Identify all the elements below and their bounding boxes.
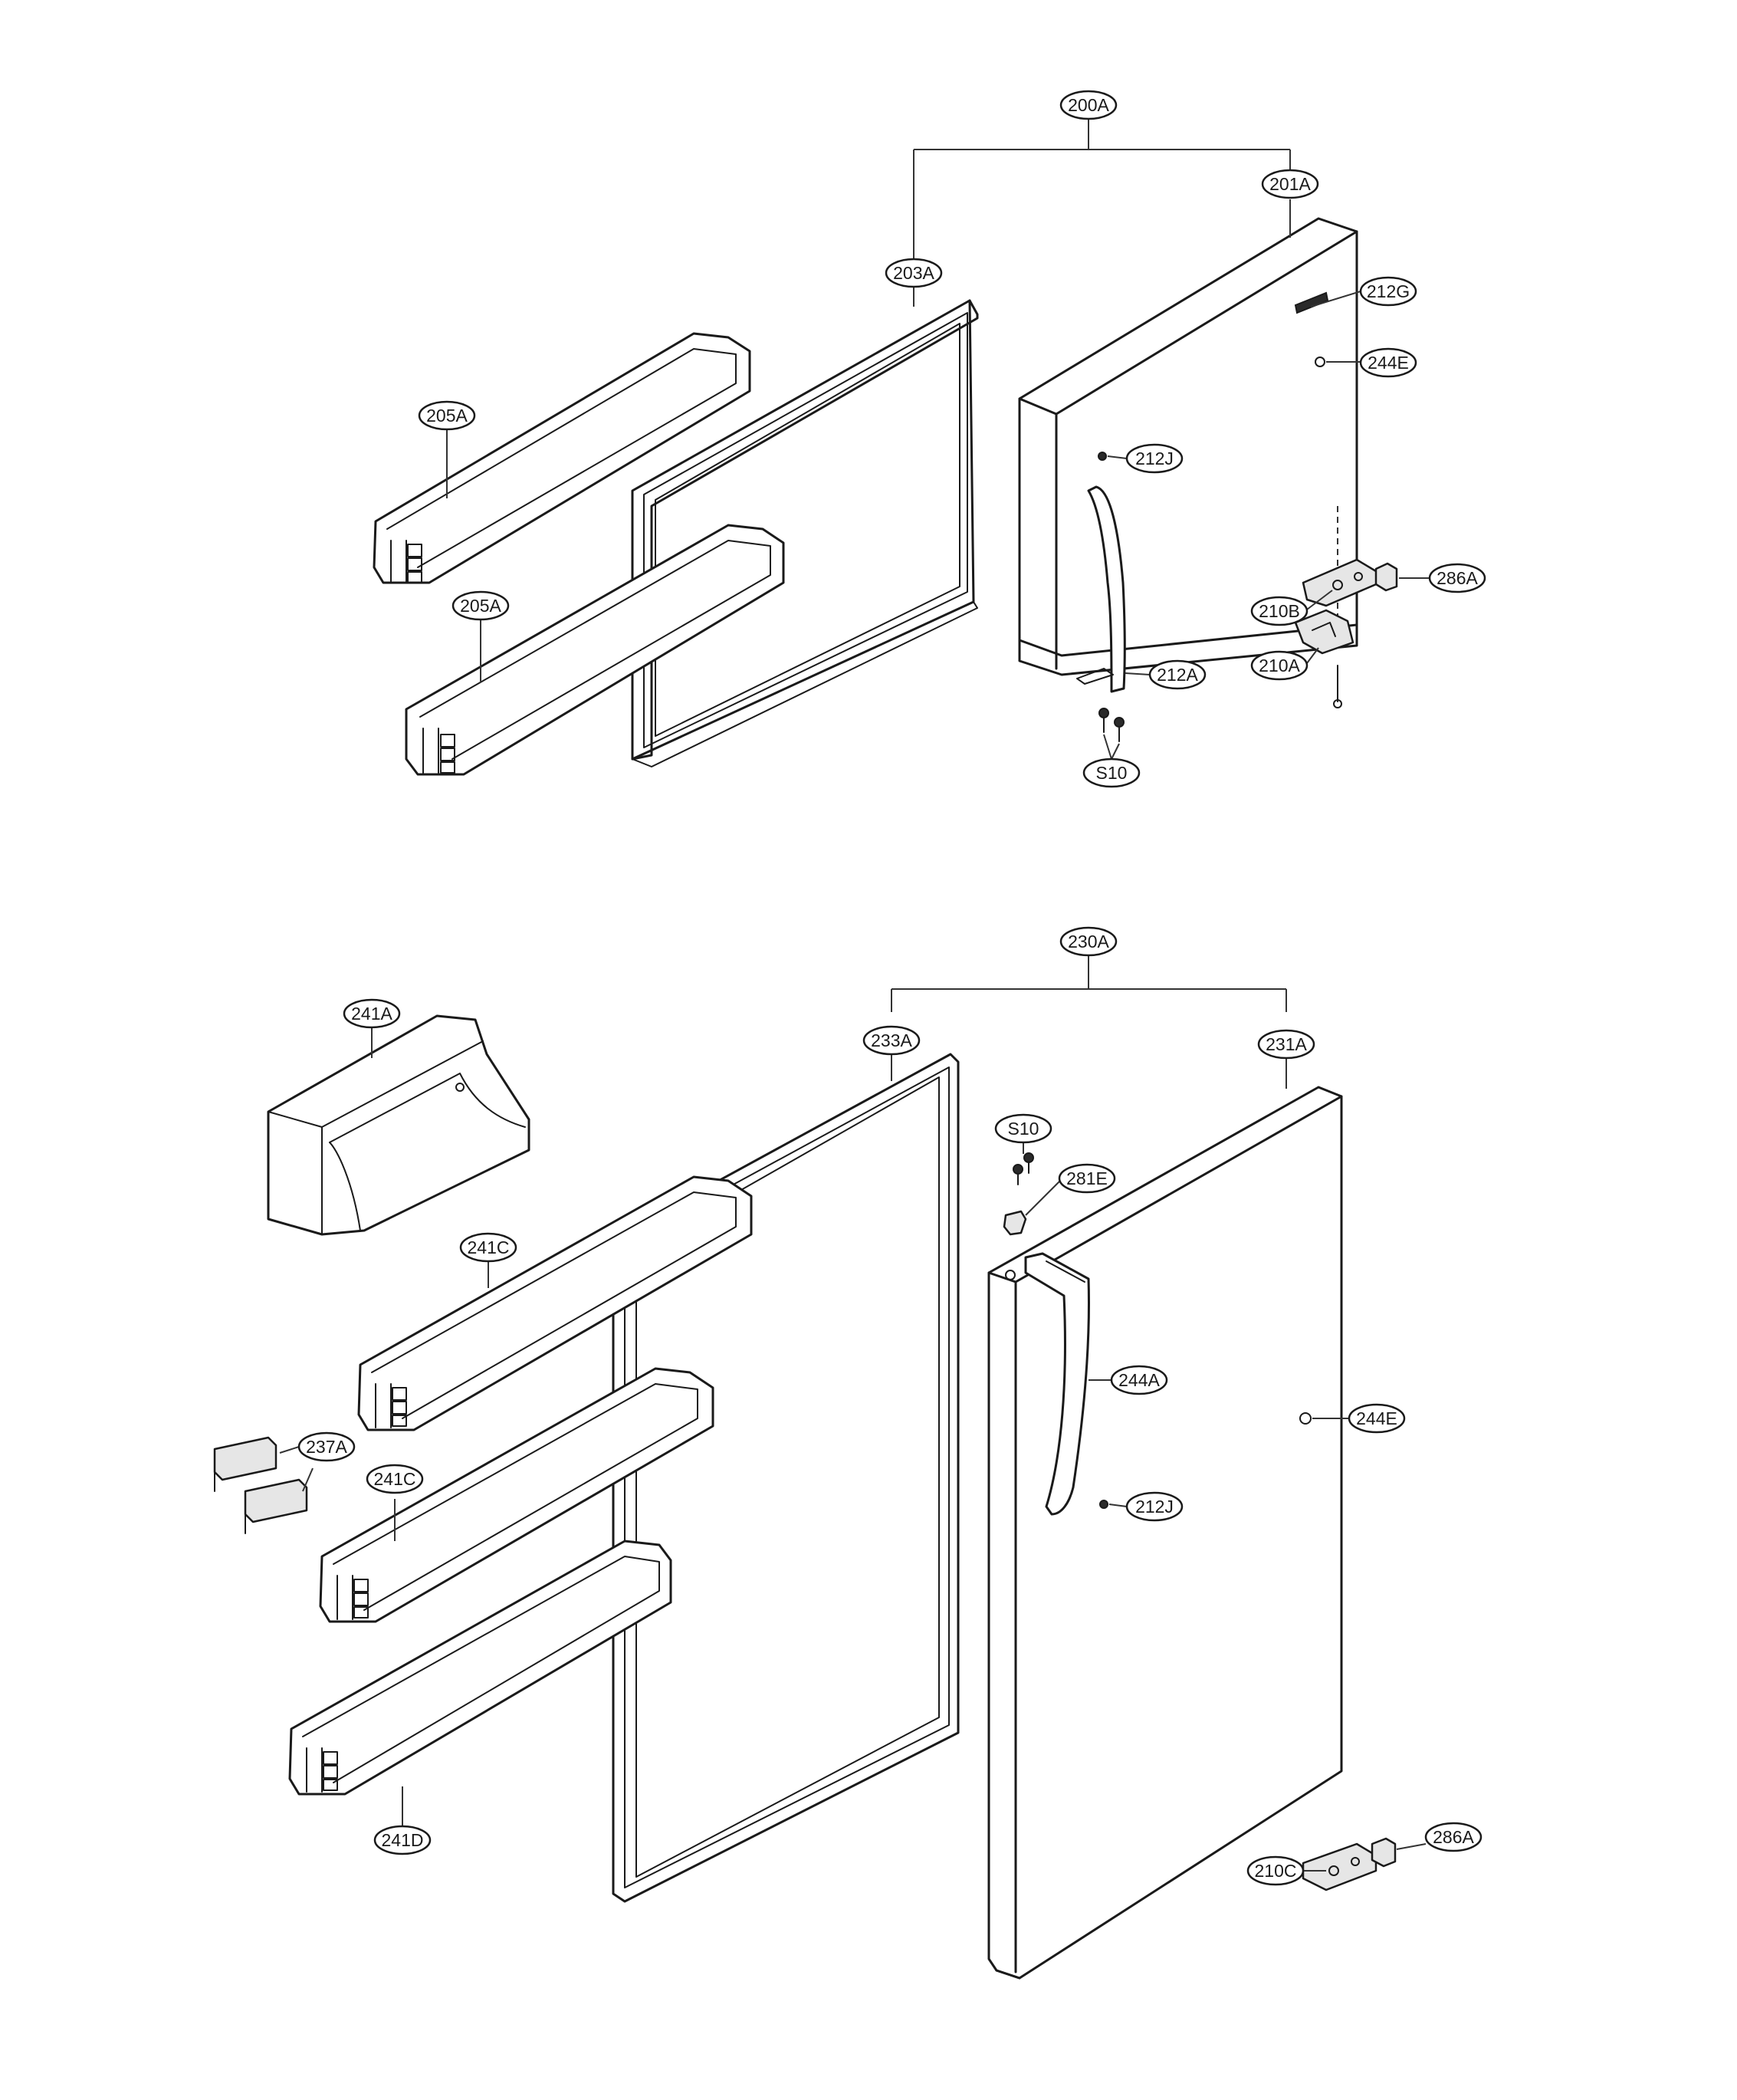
callout-241D: 241D [373,1825,432,1855]
handle-212A [1076,485,1126,693]
callout-200A: 200A [1059,90,1118,120]
dairy-bin-241A [267,1014,530,1236]
hinge-210C [1302,1842,1377,1891]
refrigerator-door-231A [987,1086,1343,1980]
freezer-door-201A [1018,217,1358,676]
svg-text:200A: 200A [1068,95,1109,115]
hole-244E-bottom [1299,1412,1312,1425]
callout-205A-upper: 205A [418,400,476,431]
door-bin-241D [288,1540,672,1796]
screw-hinge-top [1333,665,1342,708]
callout-205A-lower: 205A [451,590,510,621]
callout-286A-bottom: 286A [1424,1822,1483,1852]
svg-text:244A: 244A [1118,1370,1160,1390]
svg-text:231A: 231A [1266,1034,1307,1054]
screws-S10-top [1098,708,1125,742]
door-bin-205A-lower [405,524,785,776]
svg-text:S10: S10 [1008,1119,1039,1139]
svg-text:203A: 203A [893,263,934,283]
door-bin-241C-lower [319,1367,714,1623]
svg-text:210A: 210A [1259,656,1300,675]
gasket-203A [631,299,979,767]
callout-241C-upper: 241C [459,1232,517,1263]
callout-212G: 212G [1359,276,1417,307]
hinge-cap-210B [1302,558,1381,607]
callout-244E-bottom: 244E [1348,1403,1406,1434]
callout-233A: 233A [862,1025,921,1056]
screws-S10-bottom [1013,1152,1034,1185]
svg-text:286A: 286A [1433,1827,1474,1847]
callout-230A: 230A [1059,926,1118,957]
svg-text:241C: 241C [468,1237,510,1257]
callout-210B: 210B [1250,596,1308,626]
callout-S10-top: S10 [1082,758,1141,788]
callout-210C: 210C [1246,1855,1305,1886]
hinge-pin-286A-bottom [1371,1837,1397,1868]
callout-231A: 231A [1257,1029,1315,1060]
svg-text:201A: 201A [1269,174,1311,194]
svg-text:286A: 286A [1437,568,1478,588]
svg-text:241A: 241A [351,1004,392,1024]
leader-lines [279,199,1430,1872]
callout-244E-top: 244E [1359,347,1417,378]
hinge-pin-286A-top [1374,562,1398,592]
callout-241C-lower: 241C [366,1464,424,1494]
callout-241A: 241A [343,998,401,1029]
svg-text:241C: 241C [374,1469,416,1489]
gasket-233A [612,1053,960,1903]
hinge-210A [1294,609,1354,655]
divider-237A [213,1436,308,1534]
handle-244A [1024,1252,1090,1516]
svg-text:S10: S10 [1096,763,1128,783]
bottom-assembly-bracket [891,955,1287,1012]
svg-text:241D: 241D [382,1830,424,1850]
hole-244E-top [1315,357,1325,367]
screw-212J-top [1098,452,1107,461]
svg-text:210B: 210B [1259,601,1300,621]
svg-text:212J: 212J [1135,1497,1174,1517]
callout-203A: 203A [885,258,943,288]
svg-text:233A: 233A [871,1030,912,1050]
callout-237A: 237A [297,1431,356,1462]
callout-281E: 281E [1058,1163,1116,1194]
svg-text:205A: 205A [426,406,468,426]
svg-text:212G: 212G [1367,281,1410,301]
svg-text:205A: 205A [460,596,501,616]
callout-212J-bottom: 212J [1125,1491,1184,1522]
callout-212A: 212A [1148,659,1207,690]
callout-210A: 210A [1250,650,1308,681]
svg-text:237A: 237A [306,1437,347,1457]
door-bin-241C-upper [357,1175,753,1431]
top-assembly-bracket [913,119,1291,261]
plug-281E [1003,1210,1027,1236]
svg-text:244E: 244E [1356,1408,1397,1428]
callout-286A-top: 286A [1428,563,1486,593]
svg-text:210C: 210C [1255,1861,1297,1881]
svg-text:244E: 244E [1368,353,1409,373]
svg-text:230A: 230A [1068,932,1109,951]
svg-text:212J: 212J [1135,449,1174,468]
callout-212J-top: 212J [1125,443,1184,474]
callout-244A: 244A [1110,1365,1168,1395]
callout-S10-bottom: S10 [994,1113,1052,1144]
callout-201A: 201A [1261,169,1319,199]
door-bin-205A-upper [373,332,751,584]
svg-text:212A: 212A [1157,665,1198,685]
logo-badge-212G [1294,291,1329,314]
svg-text:281E: 281E [1066,1168,1108,1188]
screw-212J-bottom [1099,1500,1108,1509]
